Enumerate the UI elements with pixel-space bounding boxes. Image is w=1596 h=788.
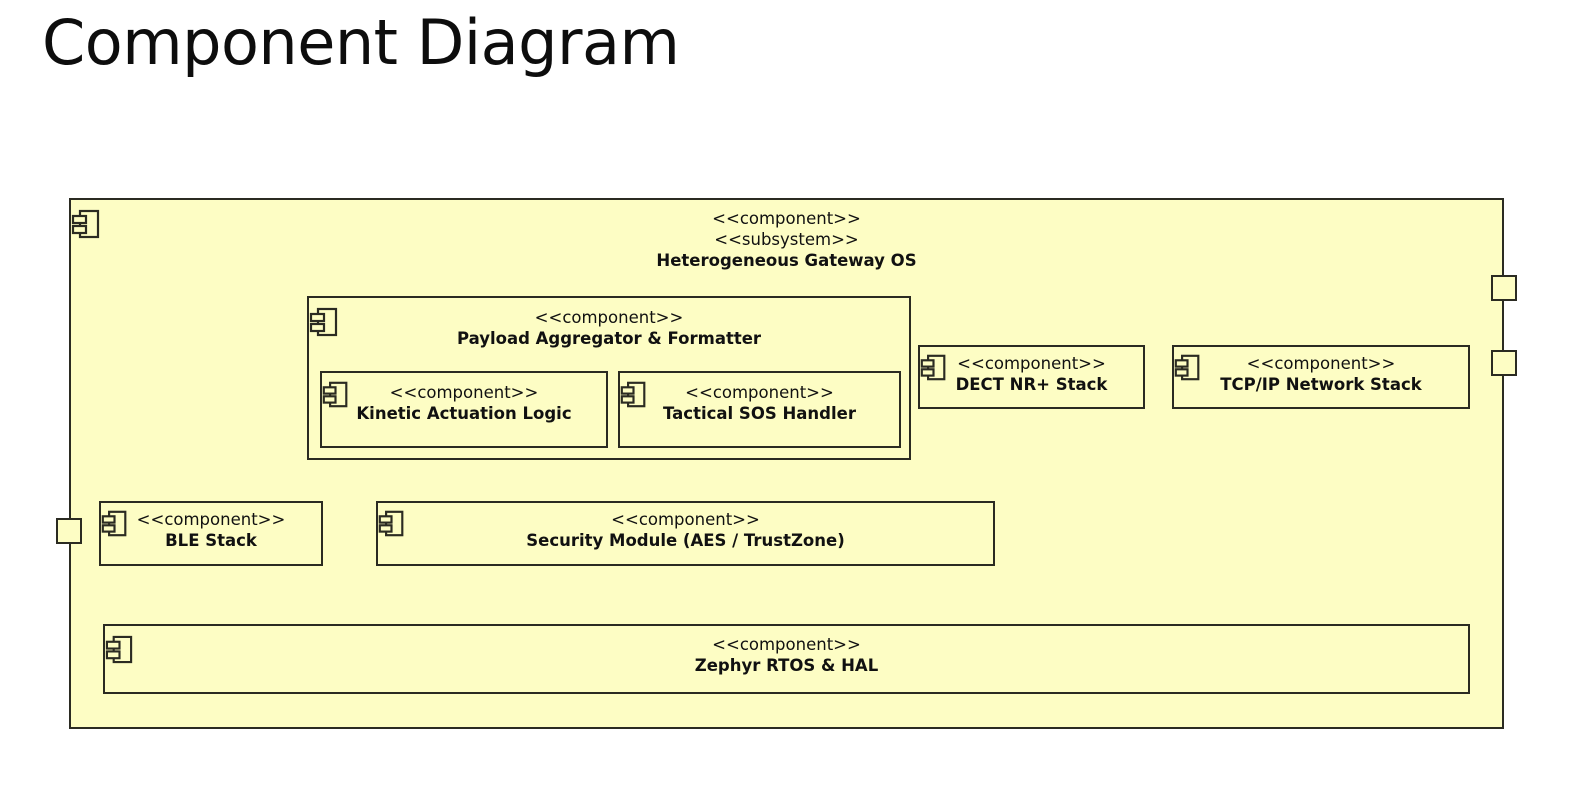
security-name: Security Module (AES / TrustZone) [526,531,845,551]
tcpip-stereotype: <<component>> [1246,354,1396,373]
payload-name: Payload Aggregator & Formatter [456,329,762,349]
subsystem-name: Heterogeneous Gateway OS [656,251,917,271]
sos-name: Tactical SOS Handler [663,404,856,424]
kinetic-name: Kinetic Actuation Logic [356,404,572,424]
zephyr-name: Zephyr RTOS & HAL [694,656,879,676]
security-stereotype: <<component>> [611,510,760,529]
zephyr-stereotype: <<component>> [712,635,861,654]
ble-stereotype: <<component>> [136,510,286,529]
port-right-lower[interactable] [1491,350,1517,376]
tcpip-name: TCP/IP Network Stack [1220,375,1422,395]
component-icon [101,510,127,537]
dect-name: DECT NR+ Stack [955,375,1108,395]
port-right-upper[interactable] [1491,275,1517,301]
component-icon [378,510,404,537]
component-zephyr-rtos-hal[interactable]: <<component>> Zephyr RTOS & HAL [103,624,1470,694]
subsystem-stereotype-subsystem: <<subsystem>> [714,230,859,250]
page-title: Component Diagram [42,6,680,79]
component-icon [105,635,133,664]
dect-stereotype: <<component>> [957,354,1106,373]
component-icon [309,307,338,337]
component-security-module[interactable]: <<component>> Security Module (AES / Tru… [376,501,995,566]
component-icon [620,381,646,408]
ble-name: BLE Stack [165,531,257,551]
component-icon [920,354,946,381]
component-tcpip-network-stack[interactable]: <<component>> TCP/IP Network Stack [1172,345,1470,409]
component-dect-nr-stack[interactable]: <<component>> DECT NR+ Stack [918,345,1145,409]
subsystem-stereotype-component: <<component>> [712,209,861,228]
component-icon [322,381,348,408]
port-left-ble[interactable] [56,518,82,544]
component-icon [1174,354,1200,381]
payload-stereotype: <<component>> [534,308,684,327]
kinetic-stereotype: <<component>> [389,383,539,402]
component-icon [71,209,100,239]
component-tactical-sos-handler[interactable]: <<component>> Tactical SOS Handler [618,371,901,448]
sos-stereotype: <<component>> [685,383,834,402]
component-kinetic-actuation-logic[interactable]: <<component>> Kinetic Actuation Logic [320,371,608,448]
component-ble-stack[interactable]: <<component>> BLE Stack [99,501,323,566]
